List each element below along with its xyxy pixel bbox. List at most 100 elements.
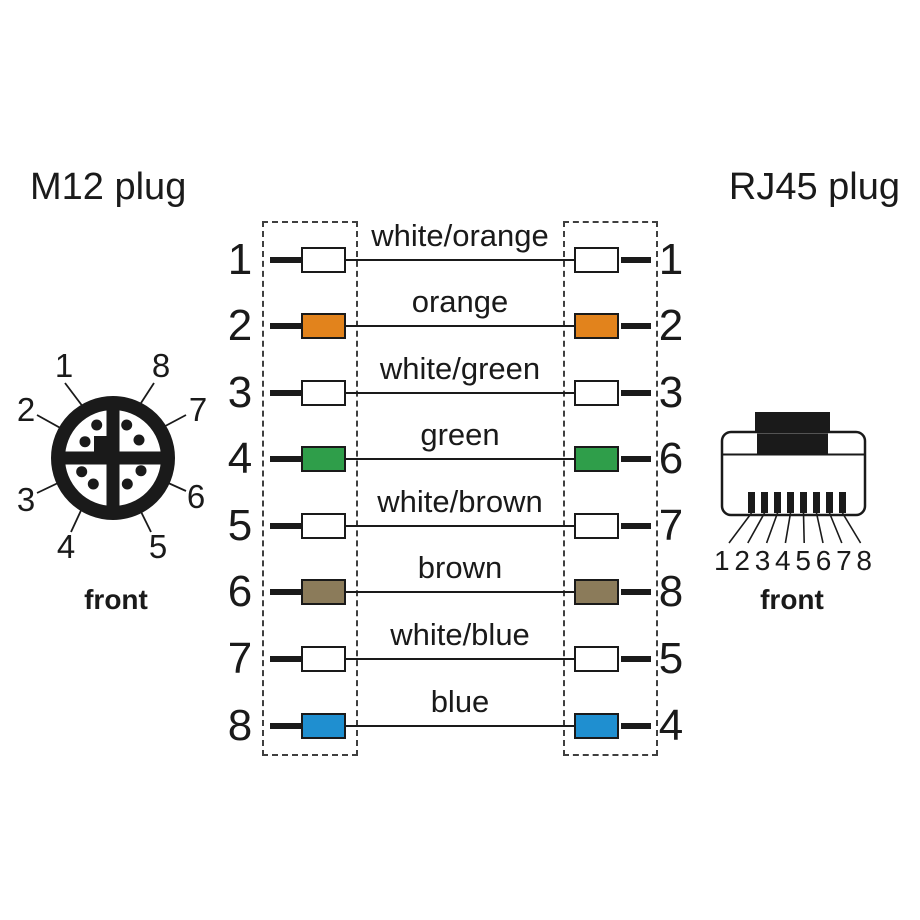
wire-stub-left (270, 257, 302, 263)
wire-terminal-left (301, 513, 346, 539)
m12-pin-contacts (76, 419, 147, 490)
wire-line (346, 392, 574, 394)
wire-terminal-right (574, 446, 619, 472)
m12-pin-number: 7 (227, 634, 253, 683)
wire-terminal-right (574, 313, 619, 339)
m12-pin-label-1: 1 (54, 347, 74, 384)
rj45-pin-number: 4 (658, 701, 684, 750)
wire-stub-right (621, 589, 651, 595)
rj45-pin-number: 5 (658, 634, 684, 683)
wire-stub-right (621, 323, 651, 329)
wire-terminal-right (574, 646, 619, 672)
rj45-pin-number: 8 (658, 567, 684, 616)
wire-terminal-right (574, 579, 619, 605)
m12-keying-notch (94, 436, 108, 453)
rj45-pin-contacts (748, 492, 846, 513)
wire-line (346, 725, 574, 727)
rj45-pin-label-4: 4 (775, 545, 791, 576)
m12-termination-dashed-box (262, 221, 358, 756)
wire-color-label: white/orange (371, 218, 549, 253)
m12-pin-number: 1 (227, 235, 253, 284)
m12-pin-number: 5 (227, 501, 253, 550)
wire-stub-right (621, 390, 651, 396)
wire-stub-left (270, 656, 302, 662)
wire-line (346, 259, 574, 261)
wire-stub-left (270, 589, 302, 595)
m12-pin-number: 4 (227, 434, 253, 483)
wire-terminal-left (301, 380, 346, 406)
wire-terminal-right (574, 380, 619, 406)
wire-terminal-right (574, 713, 619, 739)
wire-terminal-left (301, 247, 346, 273)
wire-row-6: 6 brown 8 (210, 551, 690, 620)
m12-cross-divider (61, 406, 165, 510)
rj45-termination-dashed-box (563, 221, 658, 756)
m12-pin-label-2: 2 (16, 391, 36, 428)
wire-terminal-right (574, 247, 619, 273)
wire-terminal-left (301, 713, 346, 739)
rj45-pin-number: 7 (658, 501, 684, 550)
wire-terminal-left (301, 313, 346, 339)
m12-pin-label-8: 8 (151, 347, 171, 384)
m12-pin-label-6: 6 (186, 478, 206, 515)
wire-line (346, 458, 574, 460)
m12-pin-number: 2 (227, 301, 253, 350)
wire-row-1: 1 white/orange 1 (210, 219, 690, 288)
wire-stub-left (270, 323, 302, 329)
wire-row-7: 7 white/blue 5 (210, 618, 690, 687)
wire-stub-right (621, 723, 651, 729)
rj45-pin-label-1: 1 (714, 545, 730, 576)
m12-pin-number: 3 (227, 368, 253, 417)
rj45-front-label: front (760, 584, 824, 615)
wire-color-label: white/green (379, 351, 541, 386)
rj45-pin-leader-lines (728, 512, 862, 544)
rj45-pin-number: 2 (658, 301, 684, 350)
wire-color-label: brown (417, 550, 503, 585)
wire-color-label: green (420, 417, 500, 452)
rj45-pin-number: 1 (658, 235, 684, 284)
rj45-title: RJ45 plug (728, 166, 900, 208)
wire-stub-right (621, 257, 651, 263)
wire-stub-left (270, 456, 302, 462)
rj45-pin-number: 6 (658, 434, 684, 483)
rj45-pin-label-7: 7 (836, 545, 852, 576)
wire-row-2: 2 orange 2 (210, 285, 690, 354)
wire-terminal-right (574, 513, 619, 539)
m12-pin-label-7: 7 (188, 391, 208, 428)
m12-title: M12 plug (30, 166, 187, 208)
m12-pin-label-3: 3 (16, 481, 36, 518)
wire-line (346, 658, 574, 660)
rj45-connector-drawing (720, 412, 867, 544)
wire-terminal-left (301, 646, 346, 672)
rj45-pin-number-row: 1 2 3 4 5 6 7 8 (714, 546, 872, 576)
rj45-pin-label-3: 3 (754, 545, 771, 576)
m12-pin-label-4: 4 (56, 528, 76, 565)
wire-terminal-left (301, 446, 346, 472)
wire-stub-left (270, 523, 302, 529)
rj45-latch-tab-inner (757, 433, 828, 454)
wire-color-label: white/blue (390, 617, 530, 652)
wire-color-label: orange (411, 284, 509, 319)
m12-front-label: front (84, 584, 148, 615)
wire-stub-left (270, 723, 302, 729)
wire-color-label: blue (430, 684, 490, 719)
wire-stub-right (621, 523, 651, 529)
wire-row-3: 3 white/green 3 (210, 352, 690, 421)
m12-connector-drawing (36, 382, 187, 533)
wire-color-label: white/brown (377, 484, 543, 519)
rj45-pin-label-8: 8 (856, 545, 872, 576)
rj45-pin-label-5: 5 (795, 545, 811, 576)
wire-row-5: 5 white/brown 7 (210, 485, 690, 554)
wire-row-4: 4 green 6 (210, 418, 690, 487)
m12-pin-label-5: 5 (148, 528, 168, 565)
m12-pin-number: 6 (227, 567, 253, 616)
wire-line (346, 525, 574, 527)
m12-pin-number: 8 (227, 701, 253, 750)
wire-stub-left (270, 390, 302, 396)
wire-row-8: 8 blue 4 (210, 685, 690, 754)
rj45-pin-number: 3 (658, 368, 684, 417)
wire-line (346, 591, 574, 593)
rj45-pin-label-6: 6 (815, 545, 832, 576)
wire-stub-right (621, 656, 651, 662)
